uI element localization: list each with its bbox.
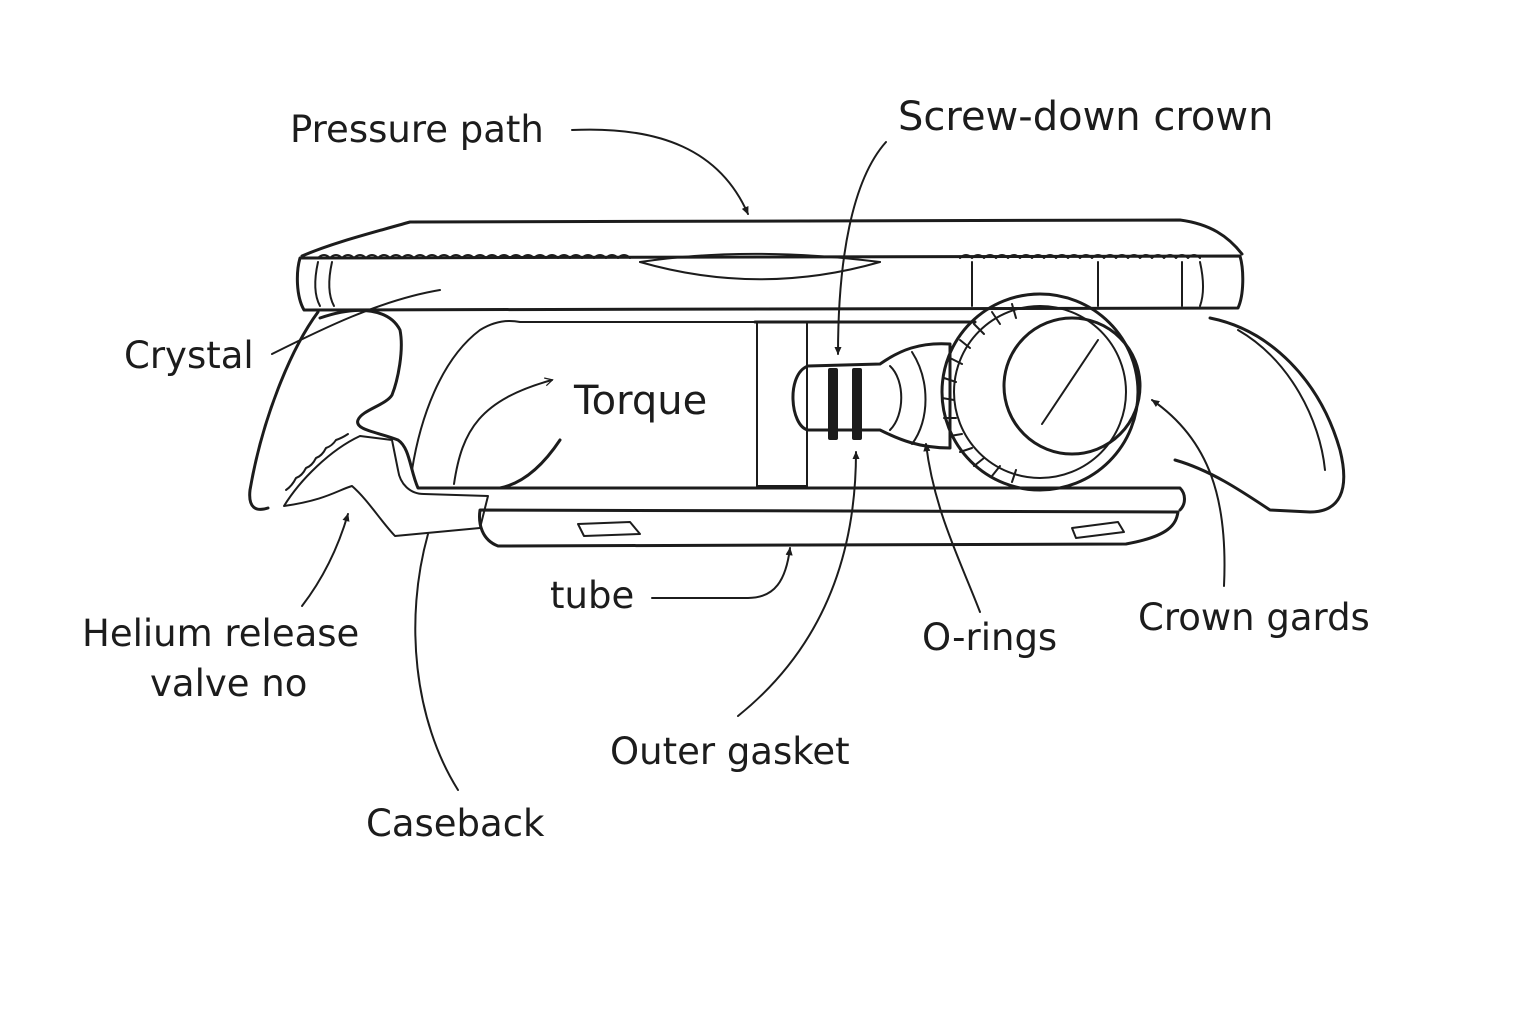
label-torque: Torque [573,378,707,424]
screw-down-crown-leader [834,141,887,355]
outer-gasket-leader [737,451,860,717]
labels: Pressure path Screw-down crown Crystal T… [82,94,1370,845]
tube-leader [651,547,793,599]
label-outer-gasket: Outer gasket [610,730,850,773]
caseback-thread-section [283,433,489,537]
crystal-leader [271,289,441,355]
case-body [248,308,1346,548]
label-crystal: Crystal [124,334,254,377]
label-tube: tube [550,574,634,617]
crown-guards-leader [1151,399,1226,587]
label-helium-valve: valve no [150,662,307,705]
label-crown-guards: Crown gards [1138,596,1370,639]
bezel [295,218,1245,312]
o-ring-1 [828,368,838,440]
label-screw-down-crown: Screw-down crown [898,94,1273,140]
torque-leader [453,377,554,485]
crown-stem [791,342,952,450]
crown-head [940,292,1142,492]
crown-tube-section [756,321,808,487]
helium-valve-leader [301,513,350,607]
pressure-path-leader [571,128,749,215]
caseback-leader [414,533,459,791]
o-rings-leader [923,443,981,613]
label-caseback: Caseback [366,802,545,845]
label-pressure-path: Pressure path [290,108,544,151]
o-ring-2 [852,368,862,440]
label-o-rings: O-rings [922,616,1057,659]
label-helium-release: Helium release [82,612,359,655]
leaders [271,128,1226,791]
